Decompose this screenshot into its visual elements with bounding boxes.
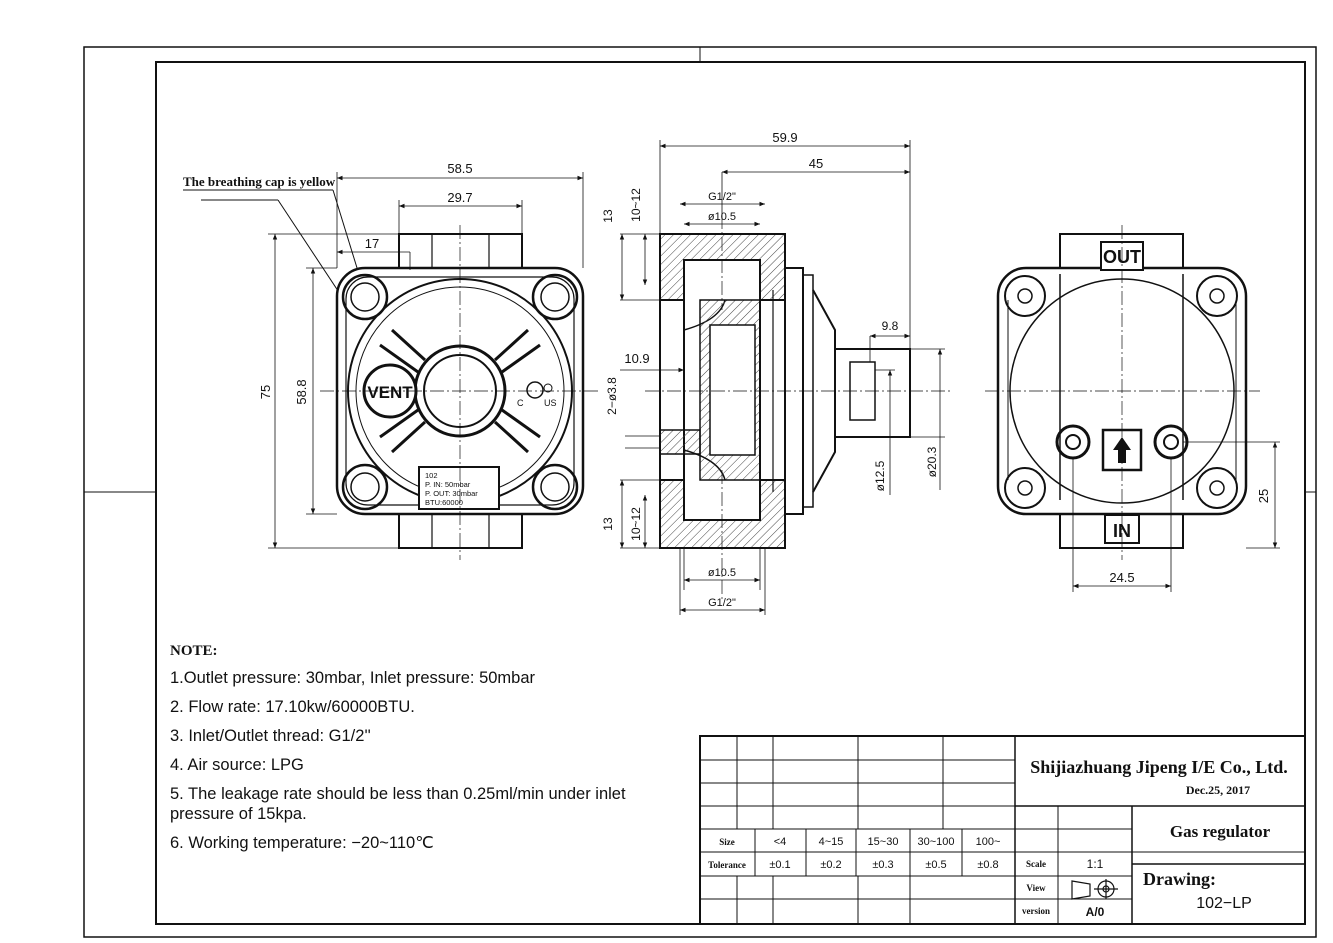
svg-text:C: C — [517, 398, 524, 408]
dim-partial: 45 — [809, 156, 823, 171]
dim-depth-top: 13 — [601, 209, 615, 223]
dim-dia-inner: ø12.5 — [873, 460, 887, 491]
view-label: View — [1026, 883, 1046, 893]
nameplate-line: P. IN: 50mbar — [425, 480, 471, 489]
dim-thread-top: G1/2" — [708, 191, 736, 203]
tolerance-cell: ±0.1 — [769, 859, 790, 871]
drawing-label: Drawing: — [1143, 869, 1216, 889]
scale-value: 1:1 — [1087, 857, 1104, 871]
drawing-number: 102−LP — [1196, 895, 1252, 912]
projection-symbol-icon — [1071, 879, 1118, 900]
drawing-date: Dec.25, 2017 — [1186, 783, 1250, 797]
dim-height-total: 75 — [258, 385, 273, 399]
front-view: The breathing cap is yellow VENT — [183, 161, 600, 560]
notes-title: NOTE: — [170, 643, 218, 659]
dim-offset-left: 10.9 — [624, 351, 649, 366]
dim-dia-outer: ø20.3 — [925, 446, 939, 477]
dim-boss-width: 29.7 — [447, 190, 472, 205]
nameplate-line: 102 — [425, 471, 438, 480]
scale-label: Scale — [1026, 859, 1046, 869]
tolerance-cell: ±0.5 — [925, 859, 946, 871]
title-block: Shijiazhuang Jipeng I/E Co., Ltd. Dec.25… — [699, 735, 1306, 925]
dim-overall: 59.9 — [772, 130, 797, 145]
notes-list: 1.Outlet pressure: 30mbar, Inlet pressur… — [170, 668, 690, 862]
dim-width-total: 58.5 — [447, 161, 472, 176]
dim-height: 25 — [1256, 489, 1271, 503]
part-name: Gas regulator — [1170, 822, 1271, 841]
rear-view: OUT IN 24.5 25 — [985, 225, 1280, 592]
size-cell: 30~100 — [917, 836, 954, 848]
size-cell: 4~15 — [819, 836, 844, 848]
vent-label: VENT — [367, 383, 413, 402]
company-name: Shijiazhuang Jipeng I/E Co., Ltd. — [1030, 757, 1288, 777]
section-view: 59.9 45 G1/2" ø10.5 13 10~12 9.8 10.9 2−… — [601, 130, 950, 615]
note-item: 3. Inlet/Outlet thread: G1/2'' — [170, 727, 371, 745]
note-item: 4. Air source: LPG — [170, 756, 304, 774]
note-item: 1.Outlet pressure: 30mbar, Inlet pressur… — [170, 669, 536, 687]
size-label: Size — [719, 837, 735, 847]
nameplate — [418, 466, 500, 510]
note-item: 6. Working temperature: −20~110℃ — [170, 834, 434, 852]
dim-dia-bottom: ø10.5 — [708, 567, 736, 579]
in-label: IN — [1113, 521, 1131, 541]
size-cell: 15~30 — [868, 836, 899, 848]
nameplate-line: BTU:60000 — [425, 498, 463, 507]
note-item: 5. The leakage rate should be less than … — [170, 785, 626, 823]
size-cell: 100~ — [976, 836, 1001, 848]
version-label: version — [1022, 906, 1050, 916]
dim-depth-bottom: 13 — [601, 517, 615, 531]
tolerance-cell: ±0.3 — [872, 859, 893, 871]
breathing-cap-note: The breathing cap is yellow — [183, 174, 336, 189]
nameplate-line: P. OUT: 30mbar — [425, 489, 478, 498]
tolerance-cell: ±0.2 — [820, 859, 841, 871]
svg-text:US: US — [544, 398, 557, 408]
dim-spacing: 24.5 — [1109, 570, 1134, 585]
note-item: 2. Flow rate: 17.10kw/60000BTU. — [170, 698, 415, 716]
dim-cap-offset: 9.8 — [882, 319, 899, 333]
tolerance-label: Tolerance — [708, 860, 746, 870]
dim-range-bottom: 10~12 — [629, 507, 643, 541]
dim-range-top: 10~12 — [629, 188, 643, 222]
dim-dia-top: ø10.5 — [708, 211, 736, 223]
dim-body-height: 58.8 — [294, 379, 309, 404]
tolerance-cell: ±0.8 — [977, 859, 998, 871]
dim-thread-bottom: G1/2" — [708, 597, 736, 609]
dim-offset: 17 — [365, 236, 379, 251]
certification-mark-icon — [526, 381, 544, 399]
version-value: A/0 — [1086, 905, 1105, 919]
size-cell: <4 — [774, 836, 787, 848]
dim-holes: 2−ø3.8 — [605, 377, 619, 415]
